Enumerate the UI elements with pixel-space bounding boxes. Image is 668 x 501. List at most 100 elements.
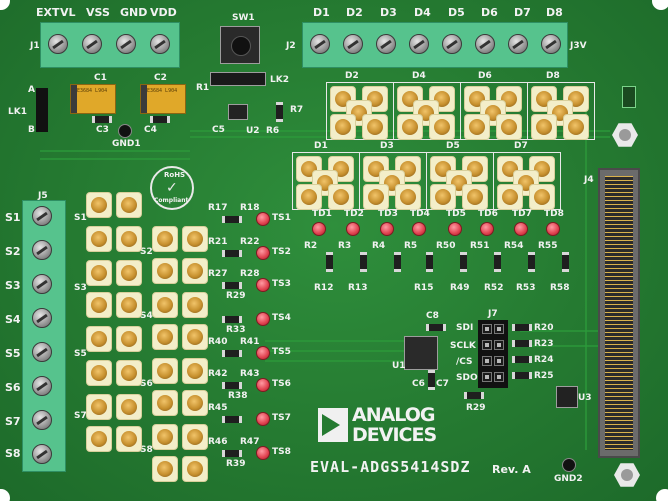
- j1-pin-label: VL: [60, 6, 76, 19]
- header-pin: [494, 356, 504, 366]
- spi-signal-label: SDI: [456, 323, 474, 333]
- resistor-label: R33: [226, 325, 246, 335]
- solder-pad: [464, 86, 490, 112]
- td-label: TD6: [478, 209, 498, 219]
- j2-pin-label: D3: [380, 6, 397, 19]
- resistor-label: R50: [436, 241, 456, 251]
- screw-terminal: [32, 410, 52, 430]
- solder-pad: [86, 192, 112, 218]
- pcb-trace: [585, 100, 587, 450]
- solder-pad: [86, 426, 112, 452]
- u1-chip: [404, 336, 438, 370]
- solder-pad: [116, 394, 142, 420]
- c6-label: C6: [412, 379, 425, 389]
- j4-ref-label: J4: [584, 175, 594, 185]
- solder-pad: [152, 258, 178, 284]
- pcb-trace: [40, 158, 190, 160]
- smd-resistor: [394, 252, 401, 272]
- resistor-label: R54: [504, 241, 524, 251]
- screw-terminal: [116, 34, 136, 54]
- ts-label: TS2: [272, 247, 291, 257]
- tantalum-capacitor: E3684 L904: [70, 84, 116, 114]
- j5-pin-label: S7: [5, 415, 21, 428]
- resistor-label: R3: [338, 241, 352, 251]
- j2-pin-label: D7: [514, 6, 531, 19]
- resistor-label: R41: [240, 337, 260, 347]
- screw-terminal: [32, 444, 52, 464]
- solder-pad: [86, 260, 112, 286]
- mounting-hole: [652, 0, 668, 10]
- j2-ref-label: J2: [286, 41, 296, 51]
- logo-text-line1: ANALOG: [352, 404, 435, 426]
- screw-terminal: [32, 308, 52, 328]
- header-pin: [482, 356, 492, 366]
- solder-pad: [152, 358, 178, 384]
- d7-pad-group: [493, 152, 561, 210]
- test-point: [480, 222, 494, 236]
- solder-pad: [86, 292, 112, 318]
- j2-terminal-block: [302, 22, 568, 68]
- screw-terminal: [32, 376, 52, 396]
- j1-pin-label: VSS: [86, 6, 110, 19]
- resistor-label: R24: [534, 355, 554, 365]
- j5-pin-label: S3: [5, 279, 21, 292]
- resistor-label: R42: [208, 369, 228, 379]
- screw-terminal: [541, 34, 561, 54]
- solder-pad: [330, 114, 356, 140]
- spi-signal-label: SDO: [456, 373, 478, 383]
- smd-component: [622, 86, 636, 108]
- smd-capacitor: [150, 116, 170, 123]
- c8-label: C8: [426, 311, 439, 321]
- j5-pin-label: S2: [5, 245, 21, 258]
- j1-ref-label: J1: [30, 41, 40, 51]
- j4-high-density-connector: [598, 168, 640, 458]
- solder-pad: [182, 292, 208, 318]
- d-pad-label: D7: [514, 141, 528, 151]
- s-pad-label: S2: [140, 247, 153, 257]
- mounting-hole: [0, 489, 10, 501]
- j1-pin-label: EXT: [36, 6, 60, 19]
- resistor-label: R12: [314, 283, 334, 293]
- solder-pad: [86, 226, 112, 252]
- test-point: [256, 346, 270, 360]
- j7-ref-label: J7: [488, 309, 498, 319]
- td-label: TD5: [446, 209, 466, 219]
- smd-resistor: [276, 102, 283, 122]
- d-pad-label: D1: [314, 141, 328, 151]
- resistor-label: R53: [516, 283, 536, 293]
- d-pad-label: D3: [380, 141, 394, 151]
- solder-pad: [430, 156, 456, 182]
- d-pad-label: D5: [446, 141, 460, 151]
- screw-terminal: [32, 240, 52, 260]
- test-point: [256, 446, 270, 460]
- smd-resistor: [326, 252, 333, 272]
- smd-resistor: [222, 282, 242, 289]
- j2-pin-label: D2: [346, 6, 363, 19]
- resistor-label: R52: [484, 283, 504, 293]
- resistor-label: R25: [534, 371, 554, 381]
- ts-label: TS3: [272, 279, 291, 289]
- s-pad-label: S6: [140, 379, 153, 389]
- solder-pad: [496, 114, 522, 140]
- j2-pin-label: D5: [448, 6, 465, 19]
- j1-pin-label: GND: [120, 6, 148, 19]
- check-icon: ✓: [166, 180, 178, 196]
- test-point: [256, 212, 270, 226]
- j2-pin-label: D8: [546, 6, 563, 19]
- lk1-b-label: B: [28, 125, 35, 135]
- test-point: [256, 378, 270, 392]
- c2-label: C2: [154, 73, 167, 83]
- solder-pad: [464, 114, 490, 140]
- j5-pin-label: S1: [5, 211, 21, 224]
- resistor-label: R45: [208, 403, 228, 413]
- resistor-label: R21: [208, 237, 228, 247]
- resistor-label: R18: [240, 203, 260, 213]
- td-label: TD2: [344, 209, 364, 219]
- screw-terminal: [32, 274, 52, 294]
- ts-label: TS8: [272, 447, 291, 457]
- pcb-trace: [40, 150, 190, 152]
- spi-signal-label: /CS: [456, 357, 473, 367]
- resistor-label: R40: [208, 337, 228, 347]
- screw-terminal: [32, 206, 52, 226]
- solder-pad: [563, 114, 589, 140]
